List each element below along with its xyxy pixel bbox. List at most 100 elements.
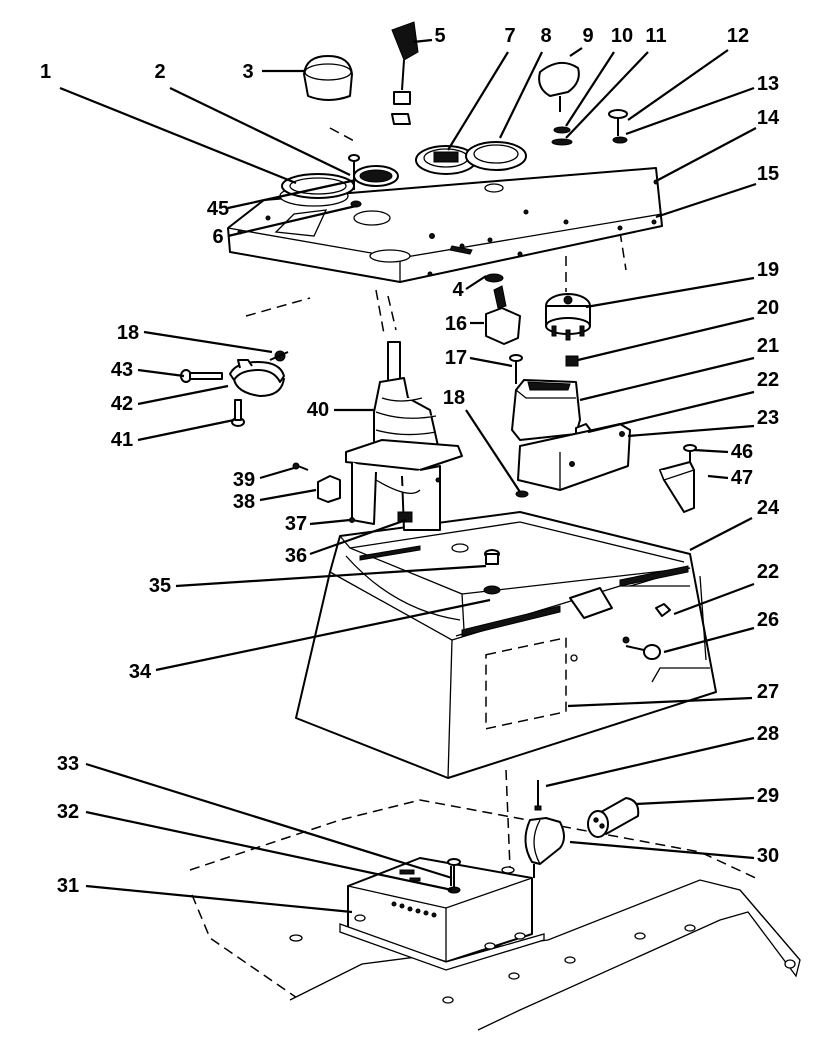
callout-label-39: 39 [233,469,255,491]
callout-label-38: 38 [233,491,255,513]
leader-line-33 [85,762,453,880]
callout-label-17: 17 [445,347,467,369]
callout-34: 34 [129,598,491,683]
callout-4: 4 [452,275,487,301]
microswitch-38 [317,475,341,503]
toggle-switch-16 [485,285,521,345]
callout-label-18b: 18 [443,387,465,409]
callout-14: 14 [657,107,780,181]
callout-label-3: 3 [242,61,253,83]
callout-label-29: 29 [757,785,779,807]
panel-holes [237,179,659,277]
callout-label-30: 30 [757,845,779,867]
callout-label-1: 1 [40,61,51,83]
leader-line-22b [673,582,755,616]
callout-label-41: 41 [111,429,133,451]
leader-line-36 [309,518,407,556]
callout-label-10: 10 [611,25,633,47]
callout-20: 20 [577,297,779,362]
callout-label-24: 24 [757,497,780,519]
housing-slots [359,545,689,637]
leader-line-31 [85,884,353,914]
callout-3: 3 [242,61,304,83]
callout-label-12: 12 [727,25,749,47]
leader-line-18b [465,409,521,493]
callout-42: 42 [111,384,229,415]
callout-16: 16 [445,313,484,335]
leader-line-27 [567,696,753,708]
leader-line-2 [169,87,351,176]
callout-label-11: 11 [645,25,666,47]
callout-label-26: 26 [757,609,779,631]
nut-22-lower [655,603,671,617]
leader-line-12 [627,49,729,121]
leader-line-4 [465,275,487,290]
callout-21: 21 [579,335,779,402]
callout-22b: 22 [673,561,779,616]
screw-46 [683,444,697,462]
callout-26: 26 [663,609,779,654]
relay-block-21 [511,379,581,441]
callout-47: 47 [707,467,753,489]
capacitor-29 [587,797,640,838]
leader-line-39 [259,466,295,480]
callout-23: 23 [627,407,779,438]
leader-line-10 [565,51,615,127]
callout-40: 40 [307,399,374,421]
callout-45: 45 [207,178,357,220]
callout-label-14: 14 [757,107,780,129]
callout-12: 12 [627,25,749,121]
leader-line-9 [569,47,583,57]
callout-22: 22 [587,369,779,434]
screw-41 [231,399,245,427]
callout-label-6: 6 [212,226,223,248]
callout-36: 36 [285,518,407,567]
callout-label-32: 32 [57,801,79,823]
callout-27: 27 [567,681,779,708]
screw-12 [608,109,628,136]
callout-label-47: 47 [731,467,753,489]
callout-8: 8 [499,25,552,139]
leader-line-41 [137,418,235,442]
callout-6: 6 [212,204,357,248]
callout-label-8: 8 [540,25,551,47]
callout-label-34: 34 [129,661,152,683]
bolt-26 [622,636,661,660]
callout-label-31: 31 [57,875,79,897]
callout-label-4: 4 [452,279,464,301]
screw-37 [349,517,355,523]
callout-10: 10 [565,25,633,127]
leader-line-38 [259,488,317,502]
leader-line-23 [627,424,755,438]
callout-15: 15 [655,163,779,219]
leader-line-1 [59,86,297,185]
callout-label-43: 43 [111,359,133,381]
leader-line-37 [309,518,351,526]
callout-label-45: 45 [207,198,229,220]
screw-33 [447,858,461,888]
washer-11 [551,138,573,146]
callout-label-28: 28 [757,723,779,745]
key-9 [538,61,580,112]
callout-label-13: 13 [757,73,779,95]
callout-1: 1 [40,61,297,185]
lever-switch-5 [391,21,419,125]
leader-line-14 [657,127,757,181]
gauge-7 [415,145,477,175]
screw-39 [292,462,309,471]
leader-line-43 [137,368,185,378]
leader-line-24 [689,517,753,551]
leader-line-6 [227,204,357,238]
callout-38: 38 [233,488,317,513]
control-box-rivets [391,869,437,918]
callout-18b: 18 [443,387,521,493]
joystick-40 [345,341,463,531]
callout-label-18: 18 [117,322,139,344]
callout-label-35: 35 [149,575,171,597]
callout-label-2: 2 [154,61,165,83]
bracket-47 [659,461,695,513]
leader-line-47 [707,474,729,480]
leader-line-17 [469,356,513,368]
floor-plate [189,799,801,1031]
